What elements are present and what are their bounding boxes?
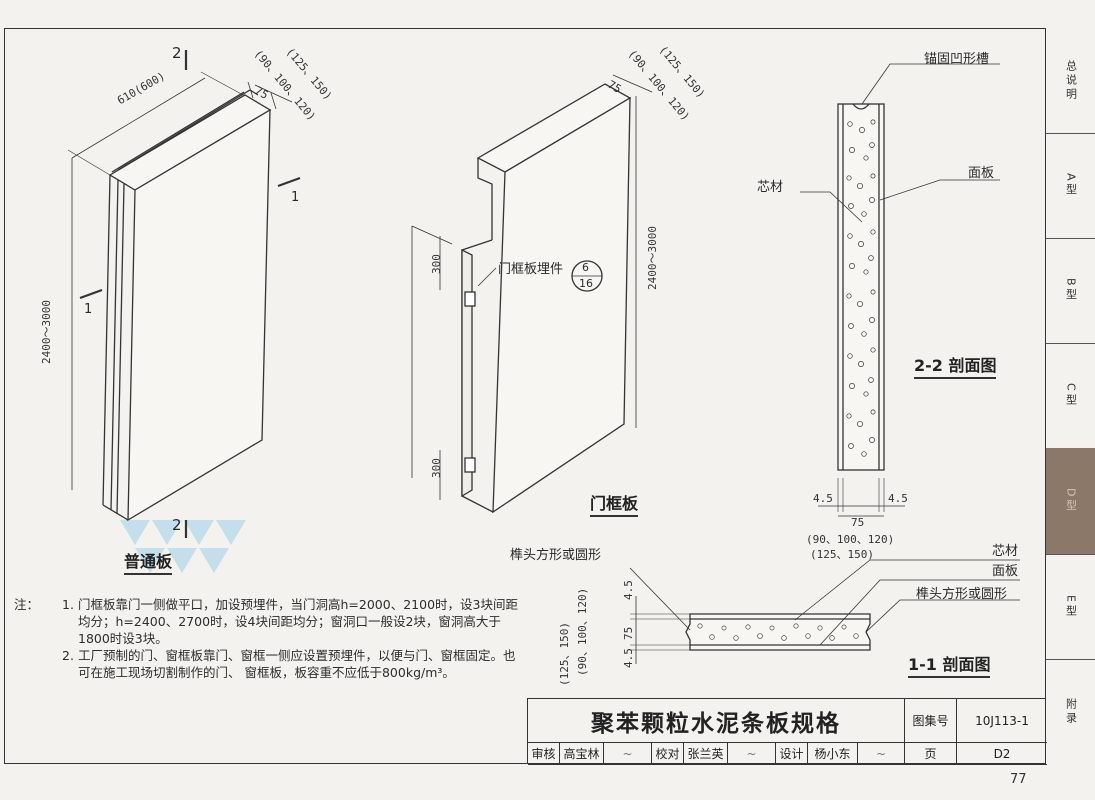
- tab-appendix[interactable]: 附录: [1064, 697, 1078, 726]
- section22-dim-left: 4.5: [813, 492, 833, 505]
- drawing-frame: [4, 28, 1046, 764]
- section-mark-2-top: 2: [172, 44, 182, 62]
- review-label: 审核: [528, 743, 560, 765]
- section-1-1-drawing: [629, 559, 1020, 664]
- atlas-no: 10J113-1: [957, 699, 1047, 743]
- page-label: 页: [905, 743, 957, 765]
- section22-face-label: 面板: [968, 166, 995, 181]
- section11-dim-bottom: 4.5: [622, 648, 635, 668]
- door-embed-label: 门框板埋件: [498, 262, 564, 277]
- door-frame-caption: 门框板: [590, 490, 639, 517]
- tab-type-b[interactable]: B型: [1046, 238, 1095, 344]
- watermark-logo: [120, 520, 246, 573]
- note-text: 门框板靠门一侧做平口，加设预埋件，当门洞高h=2000、2100时，设3块间距均…: [78, 597, 518, 646]
- notes-block: 注： 1. 门框板靠门一侧做平口，加设预埋件，当门洞高h=2000、2100时，…: [14, 596, 524, 681]
- section11-dim-options-2: (125、150): [558, 622, 571, 686]
- section11-tenon-right-label: 榫头方形或圆形: [916, 587, 1008, 602]
- title-block: 聚苯颗粒水泥条板规格 图集号 10J113-1 审核 高宝林 ~ 校对 张兰英 …: [527, 698, 1047, 765]
- tab-type-d[interactable]: D型: [1046, 448, 1095, 555]
- section22-dim-options-2: (125、150): [810, 548, 874, 561]
- reviewer-signature: ~: [604, 743, 652, 765]
- tab-type-e[interactable]: E型: [1046, 554, 1095, 660]
- section-mark-1-right: 1: [291, 190, 300, 205]
- tab-type-a[interactable]: A型: [1046, 133, 1095, 239]
- note-number: 1.: [62, 597, 74, 612]
- atlas-no-label: 图集号: [905, 699, 957, 743]
- section11-caption: 1-1 剖面图: [908, 651, 991, 678]
- door-height-dim: 2400～3000: [646, 226, 659, 290]
- section11-face-label: 面板: [992, 564, 1019, 579]
- section22-caption: 2-2 剖面图: [914, 352, 997, 379]
- section11-dim-top: 4.5: [622, 580, 635, 600]
- ordinary-height-dim: 2400～3000: [40, 300, 53, 364]
- notes-lead: 注：: [14, 597, 40, 612]
- drawing-title: 聚苯颗粒水泥条板规格: [528, 699, 905, 743]
- door-embed-ref-top: 6: [582, 261, 589, 274]
- check-label: 校对: [652, 743, 684, 765]
- door-frame-panel-drawing: [411, 74, 653, 514]
- door-embed-top-dim: 300: [430, 254, 443, 274]
- ordinary-panel-drawing: [67, 50, 301, 538]
- note-number: 2.: [62, 648, 74, 663]
- designer-name: 杨小东: [808, 743, 858, 765]
- section11-core-label: 芯材: [992, 544, 1019, 559]
- section11-tenon-left-label: 榫头方形或圆形: [510, 548, 602, 563]
- door-embed-bottom-dim: 300: [430, 458, 443, 478]
- door-embed-ref-bottom: 16: [579, 277, 593, 290]
- checker-signature: ~: [728, 743, 776, 765]
- tab-general[interactable]: 总说明: [1046, 28, 1095, 134]
- ordinary-panel-caption: 普通板: [124, 548, 173, 575]
- checker-name: 张兰英: [684, 743, 728, 765]
- section11-dim-options-1: (90、100、120): [576, 587, 589, 676]
- section22-dim-right: 4.5: [888, 492, 908, 505]
- section22-dim-total: 75: [851, 516, 865, 529]
- section-tabs: 总说明 A型 B型 C型 D型 E型 附录: [1046, 28, 1095, 764]
- note-item: 注： 1. 门框板靠门一侧做平口，加设预埋件，当门洞高h=2000、2100时，…: [14, 596, 524, 647]
- reviewer-name: 高宝林: [560, 743, 604, 765]
- section-mark-1-left: 1: [84, 302, 93, 317]
- page-code: D2: [957, 743, 1047, 765]
- section11-dim-mid: 75: [622, 626, 635, 640]
- section22-groove-label: 锚固凹形槽: [924, 52, 990, 67]
- design-label: 设计: [776, 743, 808, 765]
- note-text: 工厂预制的门、窗框板靠门、窗框一侧应设置预埋件，以便与门、窗框固定。也可在施工现…: [78, 648, 516, 680]
- section22-dim-options-1: (90、100、120): [806, 533, 895, 546]
- note-item: 2. 工厂预制的门、窗框板靠门、窗框一侧应设置预埋件，以便与门、窗框固定。也可在…: [14, 647, 524, 681]
- tab-type-c[interactable]: C型: [1046, 343, 1095, 449]
- page-number: 77: [1010, 772, 1027, 787]
- section-2-2-drawing: [800, 63, 1000, 517]
- section-mark-2-bottom: 2: [172, 516, 182, 534]
- section22-core-label: 芯材: [757, 180, 784, 195]
- designer-signature: ~: [858, 743, 905, 765]
